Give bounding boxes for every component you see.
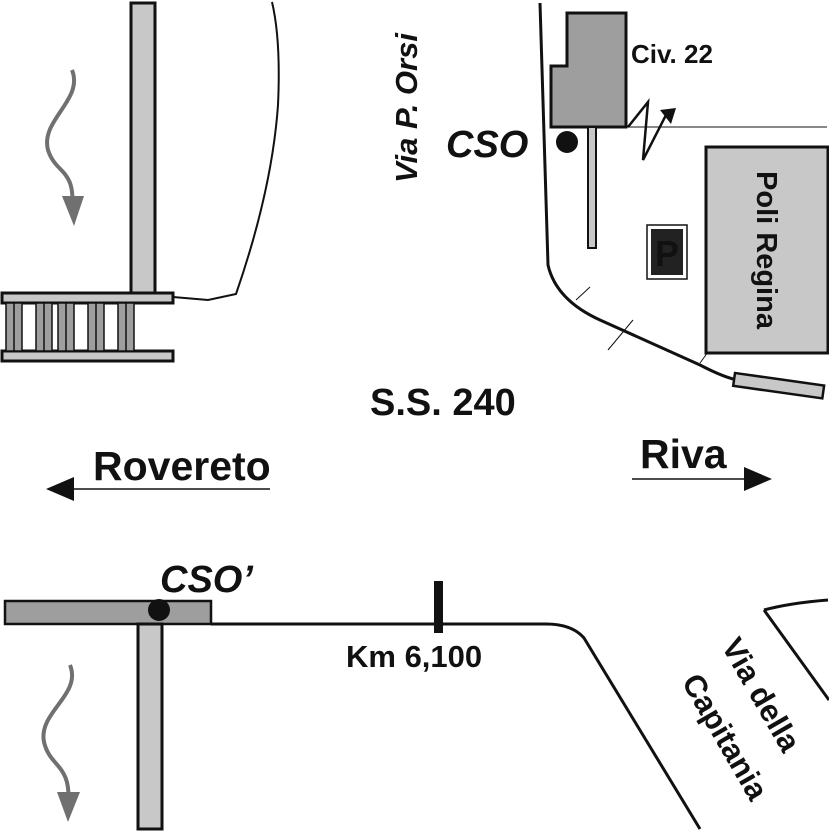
parking-label: P [655,233,679,274]
bridge-balusters [5,302,135,352]
rovereto-label: Rovereto [93,443,271,489]
flow-arrow-icon [41,664,74,806]
top-right-area: P [538,2,829,400]
rovereto-direction [46,477,270,501]
direction-arrow-icon [744,467,772,491]
bridge-deck-bottom [0,349,175,363]
direction-arrow-icon [46,477,74,501]
flow-arrow-head [62,196,84,226]
riva-label: Riva [640,431,728,477]
flow-arrow-head [57,792,80,822]
capitania-road-edge [763,598,829,612]
riva-direction [632,467,772,491]
hatch-mark-2 [607,319,634,351]
road-barrier [731,371,826,400]
civ-label: Civ. 22 [631,39,713,69]
hatch-mark-3 [699,351,709,364]
bottom-area [3,581,829,831]
cso-marker [556,131,578,153]
hatch-mark-1 [575,286,591,301]
poli-regina-label: Poli Regina [750,171,782,330]
lightning-arrow-head [660,108,676,124]
via-orsi-road-edge [538,2,739,382]
bottom-vertical-pier [136,622,164,831]
bottom-horizontal-bar [3,599,213,626]
access-lane [587,126,597,249]
ss240-lower-edge [211,622,702,830]
top-left-structure [0,1,280,363]
km-label: Km 6,100 [346,639,482,674]
capitania-road-edge-2 [762,609,829,701]
poli-regina-building [704,145,829,355]
cso-prime-label: CSO’ [160,559,253,601]
cso-label: CSO [446,124,528,166]
cso-prime-marker [148,599,170,621]
via-orsi-label: Via P. Orsi [389,32,424,183]
lightning-arrow-icon [627,97,668,161]
parking-icon: P [646,224,688,280]
km-marker [434,581,443,633]
vertical-pier [129,1,157,295]
bridge-deck-top [0,291,175,305]
ss240-label: S.S. 240 [370,382,516,424]
flow-arrow-icon [45,69,76,211]
river-bank-top [172,1,280,302]
building-civ22 [549,11,628,129]
